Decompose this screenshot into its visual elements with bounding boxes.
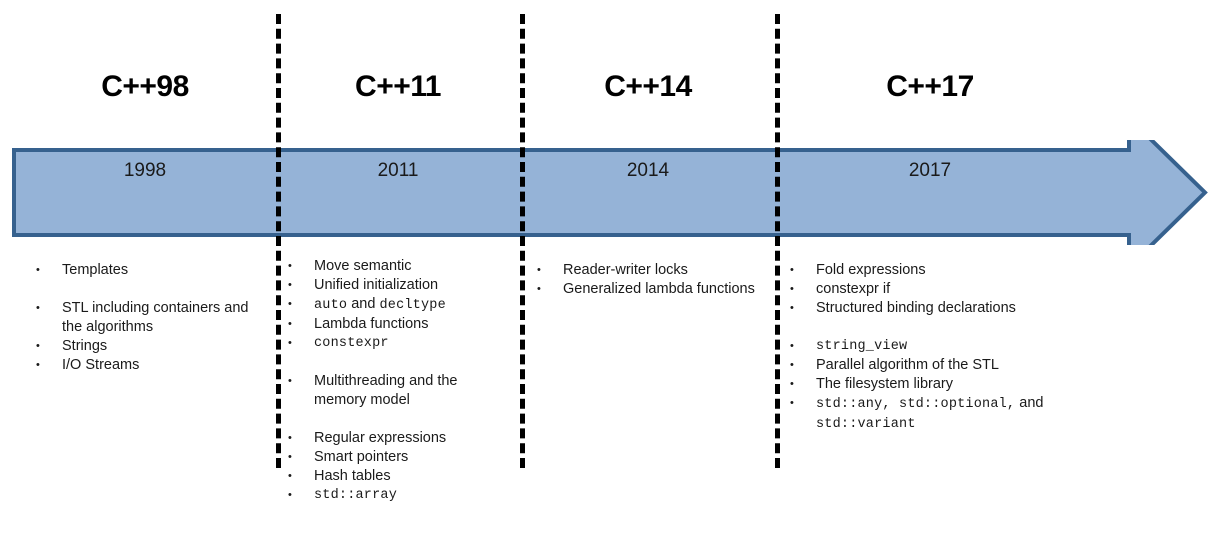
divider-3 [775, 14, 780, 468]
feature-label: auto and decltype [314, 295, 513, 315]
era-title-cpp14: C++14 [604, 70, 692, 103]
feature-item: • std::array [288, 486, 513, 505]
feature-label: constexpr [314, 336, 389, 351]
feature-item: • I/O Streams [36, 356, 251, 375]
feature-item: • Move semantic [288, 257, 513, 276]
era-year-1998: 1998 [123, 160, 167, 181]
era-year-2017: 2017 [908, 160, 952, 181]
bullet-icon: • [288, 260, 292, 272]
divider-1 [276, 14, 281, 468]
bullet-icon: • [288, 489, 292, 501]
code-token: std::any, std::optional, [816, 397, 1016, 412]
era-title-cpp11: C++11 [355, 70, 441, 103]
feature-item: • constexpr [288, 334, 513, 353]
feature-item: • constexpr if [790, 280, 1120, 299]
feature-item: • Unified initialization [288, 276, 513, 295]
bullet-icon: • [288, 375, 292, 387]
feature-column-cpp14: • Reader-writer locks • Generalized lambda … [537, 261, 767, 299]
feature-label: Reader-writer locks [563, 262, 688, 278]
feature-label: Fold expressions [816, 262, 926, 278]
feature-label: Templates [62, 262, 129, 278]
feature-text: and [1015, 395, 1044, 411]
feature-item: • Smart pointers [288, 448, 513, 467]
feature-label: std::any, std::optional, and std::varian… [816, 394, 1120, 434]
feature-item: • Templates [36, 261, 251, 280]
era-title-cpp98: C++98 [101, 70, 189, 103]
feature-label: Hash tables [314, 468, 391, 484]
feature-item: • std::any, std::optional, and std::varia… [790, 394, 1120, 434]
feature-item: • Reader-writer locks [537, 261, 767, 280]
feature-label: Regular expressions [314, 430, 447, 446]
feature-label: STL including containers and the algorit… [62, 300, 249, 335]
feature-label: string_view [816, 339, 908, 354]
bullet-icon: • [36, 340, 40, 352]
feature-item: • Hash tables [288, 467, 513, 486]
bullet-icon: • [790, 302, 794, 314]
feature-item: • Fold expressions [790, 261, 1120, 280]
feature-column-cpp11: • Move semantic • Unified initialization • au… [288, 257, 513, 505]
feature-label: Lambda functions [314, 316, 429, 332]
feature-label: Structured binding declarations [816, 300, 1016, 316]
code-token: decltype [379, 298, 446, 313]
era-title-cpp17: C++17 [886, 70, 974, 103]
bullet-icon: • [790, 340, 794, 352]
feature-label: Strings [62, 338, 108, 354]
bullet-icon: • [288, 298, 292, 310]
feature-label: constexpr if [816, 281, 891, 297]
feature-item: • Lambda functions [288, 315, 513, 334]
feature-item: • string_view [790, 337, 1120, 356]
bullet-icon: • [537, 283, 541, 295]
code-token: std::variant [816, 417, 916, 432]
feature-text: and [347, 296, 380, 312]
feature-label: Unified initialization [314, 277, 439, 293]
era-year-2011: 2011 [377, 160, 419, 181]
feature-item: • STL including containers and the algori… [36, 299, 251, 337]
bullet-icon: • [288, 337, 292, 349]
feature-column-cpp17: • Fold expressions • constexpr if • Structure… [790, 261, 1120, 434]
timeline-arrow [12, 140, 1208, 245]
bullet-icon: • [288, 470, 292, 482]
bullet-icon: • [288, 451, 292, 463]
feature-item: • Multithreading and the memory model [288, 372, 513, 410]
bullet-icon: • [36, 359, 40, 371]
bullet-icon: • [288, 432, 292, 444]
bullet-icon: • [537, 264, 541, 276]
bullet-icon: • [790, 359, 794, 371]
bullet-icon: • [288, 279, 292, 291]
feature-item: • Parallel algorithm of the STL [790, 356, 1120, 375]
bullet-icon: • [790, 378, 794, 390]
feature-item: • Generalized lambda functions [537, 280, 767, 299]
feature-label: I/O Streams [62, 357, 140, 373]
bullet-icon: • [790, 264, 794, 276]
bullet-icon: • [36, 302, 40, 314]
divider-2 [520, 14, 525, 468]
feature-item: • Strings [36, 337, 251, 356]
feature-label: Parallel algorithm of the STL [816, 357, 999, 373]
feature-label: std::array [314, 488, 398, 503]
feature-label: Move semantic [314, 258, 412, 274]
era-year-2014: 2014 [626, 160, 670, 181]
feature-label: Multithreading and the memory model [314, 373, 458, 408]
feature-item: • Regular expressions [288, 429, 513, 448]
feature-label: Generalized lambda functions [563, 281, 755, 297]
bullet-icon: • [790, 397, 794, 409]
code-token: auto [314, 298, 348, 313]
feature-item: • auto and decltype [288, 295, 513, 315]
feature-label: The filesystem library [816, 376, 953, 392]
feature-item: • Structured binding declarations [790, 299, 1120, 318]
feature-column-cpp98: • Templates • STL including containers and … [36, 261, 251, 375]
bullet-icon: • [288, 318, 292, 330]
feature-label: Smart pointers [314, 449, 409, 465]
bullet-icon: • [36, 264, 40, 276]
bullet-icon: • [790, 283, 794, 295]
feature-item: • The filesystem library [790, 375, 1120, 394]
